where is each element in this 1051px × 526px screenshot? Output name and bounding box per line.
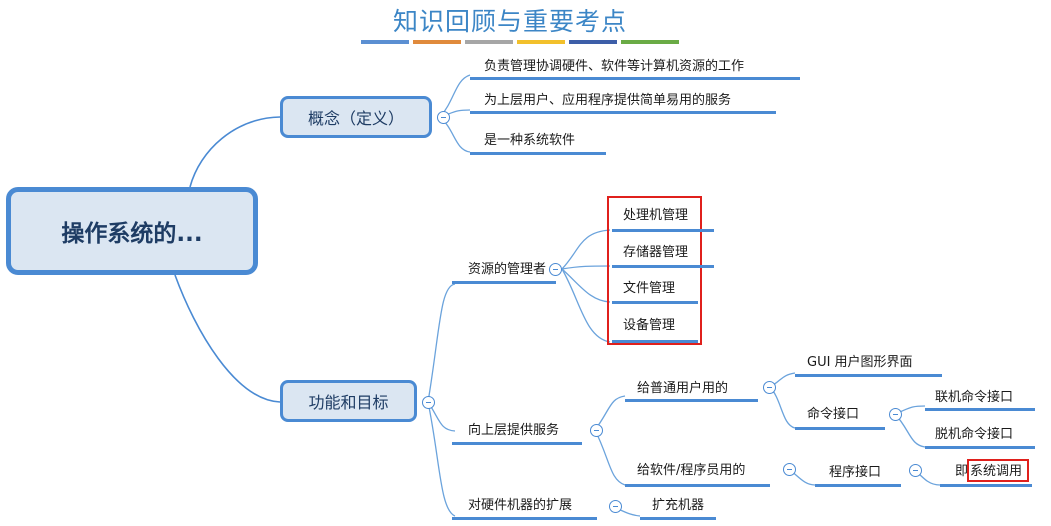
concept-item-3-underline [470, 152, 606, 155]
resource-item-memory-underline [612, 265, 714, 268]
services-label: 向上层提供服务 [468, 423, 560, 438]
services-underline [452, 442, 582, 445]
syscall-prefix: 即 [955, 464, 969, 479]
program-interface-label: 程序接口 [829, 465, 882, 480]
resource-items-highlight-box [607, 196, 702, 345]
concept-node-label: 概念（定义） [307, 109, 404, 128]
functions-node[interactable]: 功能和目标 [280, 380, 417, 422]
concept-node[interactable]: 概念（定义） [280, 96, 432, 138]
concept-collapse-toggle[interactable] [437, 111, 450, 124]
services-collapse-toggle[interactable] [590, 424, 603, 437]
functions-collapse-toggle[interactable] [422, 396, 435, 409]
offline-command-label: 脱机命令接口 [935, 427, 1014, 442]
resource-item-device: 设备管理 [623, 318, 676, 333]
title-strip-blue [361, 40, 409, 44]
syscall-label: 系统调用 [970, 464, 1023, 479]
for-users-underline [625, 399, 758, 402]
resource-manager-label: 资源的管理者 [468, 262, 547, 277]
for-programmers-collapse-toggle[interactable] [783, 463, 796, 476]
extension-item: 扩充机器 [652, 498, 705, 513]
online-command-underline [925, 408, 1035, 411]
title-strip-gray [465, 40, 513, 44]
concept-item-1-underline [470, 77, 800, 80]
for-users-collapse-toggle[interactable] [763, 381, 776, 394]
syscall-highlight-box [967, 459, 1029, 482]
page-title: 知识回顾与重要考点 [392, 7, 627, 36]
root-node[interactable]: 操作系统的... [6, 187, 258, 275]
command-interface-label: 命令接口 [807, 407, 860, 422]
for-programmers-underline [625, 484, 770, 487]
resource-manager-collapse-toggle[interactable] [549, 263, 562, 276]
offline-command-underline [925, 446, 1035, 449]
extension-item-underline [640, 517, 716, 520]
title-strip-orange [413, 40, 461, 44]
extension-label: 对硬件机器的扩展 [468, 498, 573, 513]
program-interface-collapse-toggle[interactable] [909, 464, 922, 477]
resource-item-processor-underline [612, 229, 714, 232]
gui-underline [795, 374, 942, 377]
concept-item-1: 负责管理协调硬件、软件等计算机资源的工作 [484, 59, 745, 74]
extension-collapse-toggle[interactable] [609, 500, 622, 513]
resource-item-file: 文件管理 [623, 281, 676, 296]
concept-item-3: 是一种系统软件 [484, 133, 576, 148]
syscall-underline [940, 484, 1032, 487]
command-interface-underline [795, 427, 885, 430]
command-interface-collapse-toggle[interactable] [889, 408, 902, 421]
program-interface-underline [815, 484, 901, 487]
title-strip-yellow [517, 40, 565, 44]
resource-item-memory: 存储器管理 [623, 245, 689, 260]
resource-item-processor: 处理机管理 [623, 208, 689, 223]
resource-item-file-underline [612, 301, 698, 304]
for-users-label: 给普通用户用的 [637, 381, 729, 396]
extension-underline [452, 517, 597, 520]
root-node-label: 操作系统的... [61, 221, 203, 247]
for-programmers-label: 给软件/程序员用的 [637, 463, 746, 478]
title-strip-green [621, 40, 679, 44]
gui-label: GUI 用户图形界面 [807, 355, 913, 370]
resource-manager-underline [452, 281, 556, 284]
resource-item-device-underline [612, 340, 698, 343]
title-strip-navy [569, 40, 617, 44]
online-command-label: 联机命令接口 [935, 390, 1014, 405]
concept-item-2: 为上层用户、应用程序提供简单易用的服务 [484, 93, 732, 108]
functions-node-label: 功能和目标 [308, 393, 389, 412]
concept-item-2-underline [470, 111, 776, 114]
